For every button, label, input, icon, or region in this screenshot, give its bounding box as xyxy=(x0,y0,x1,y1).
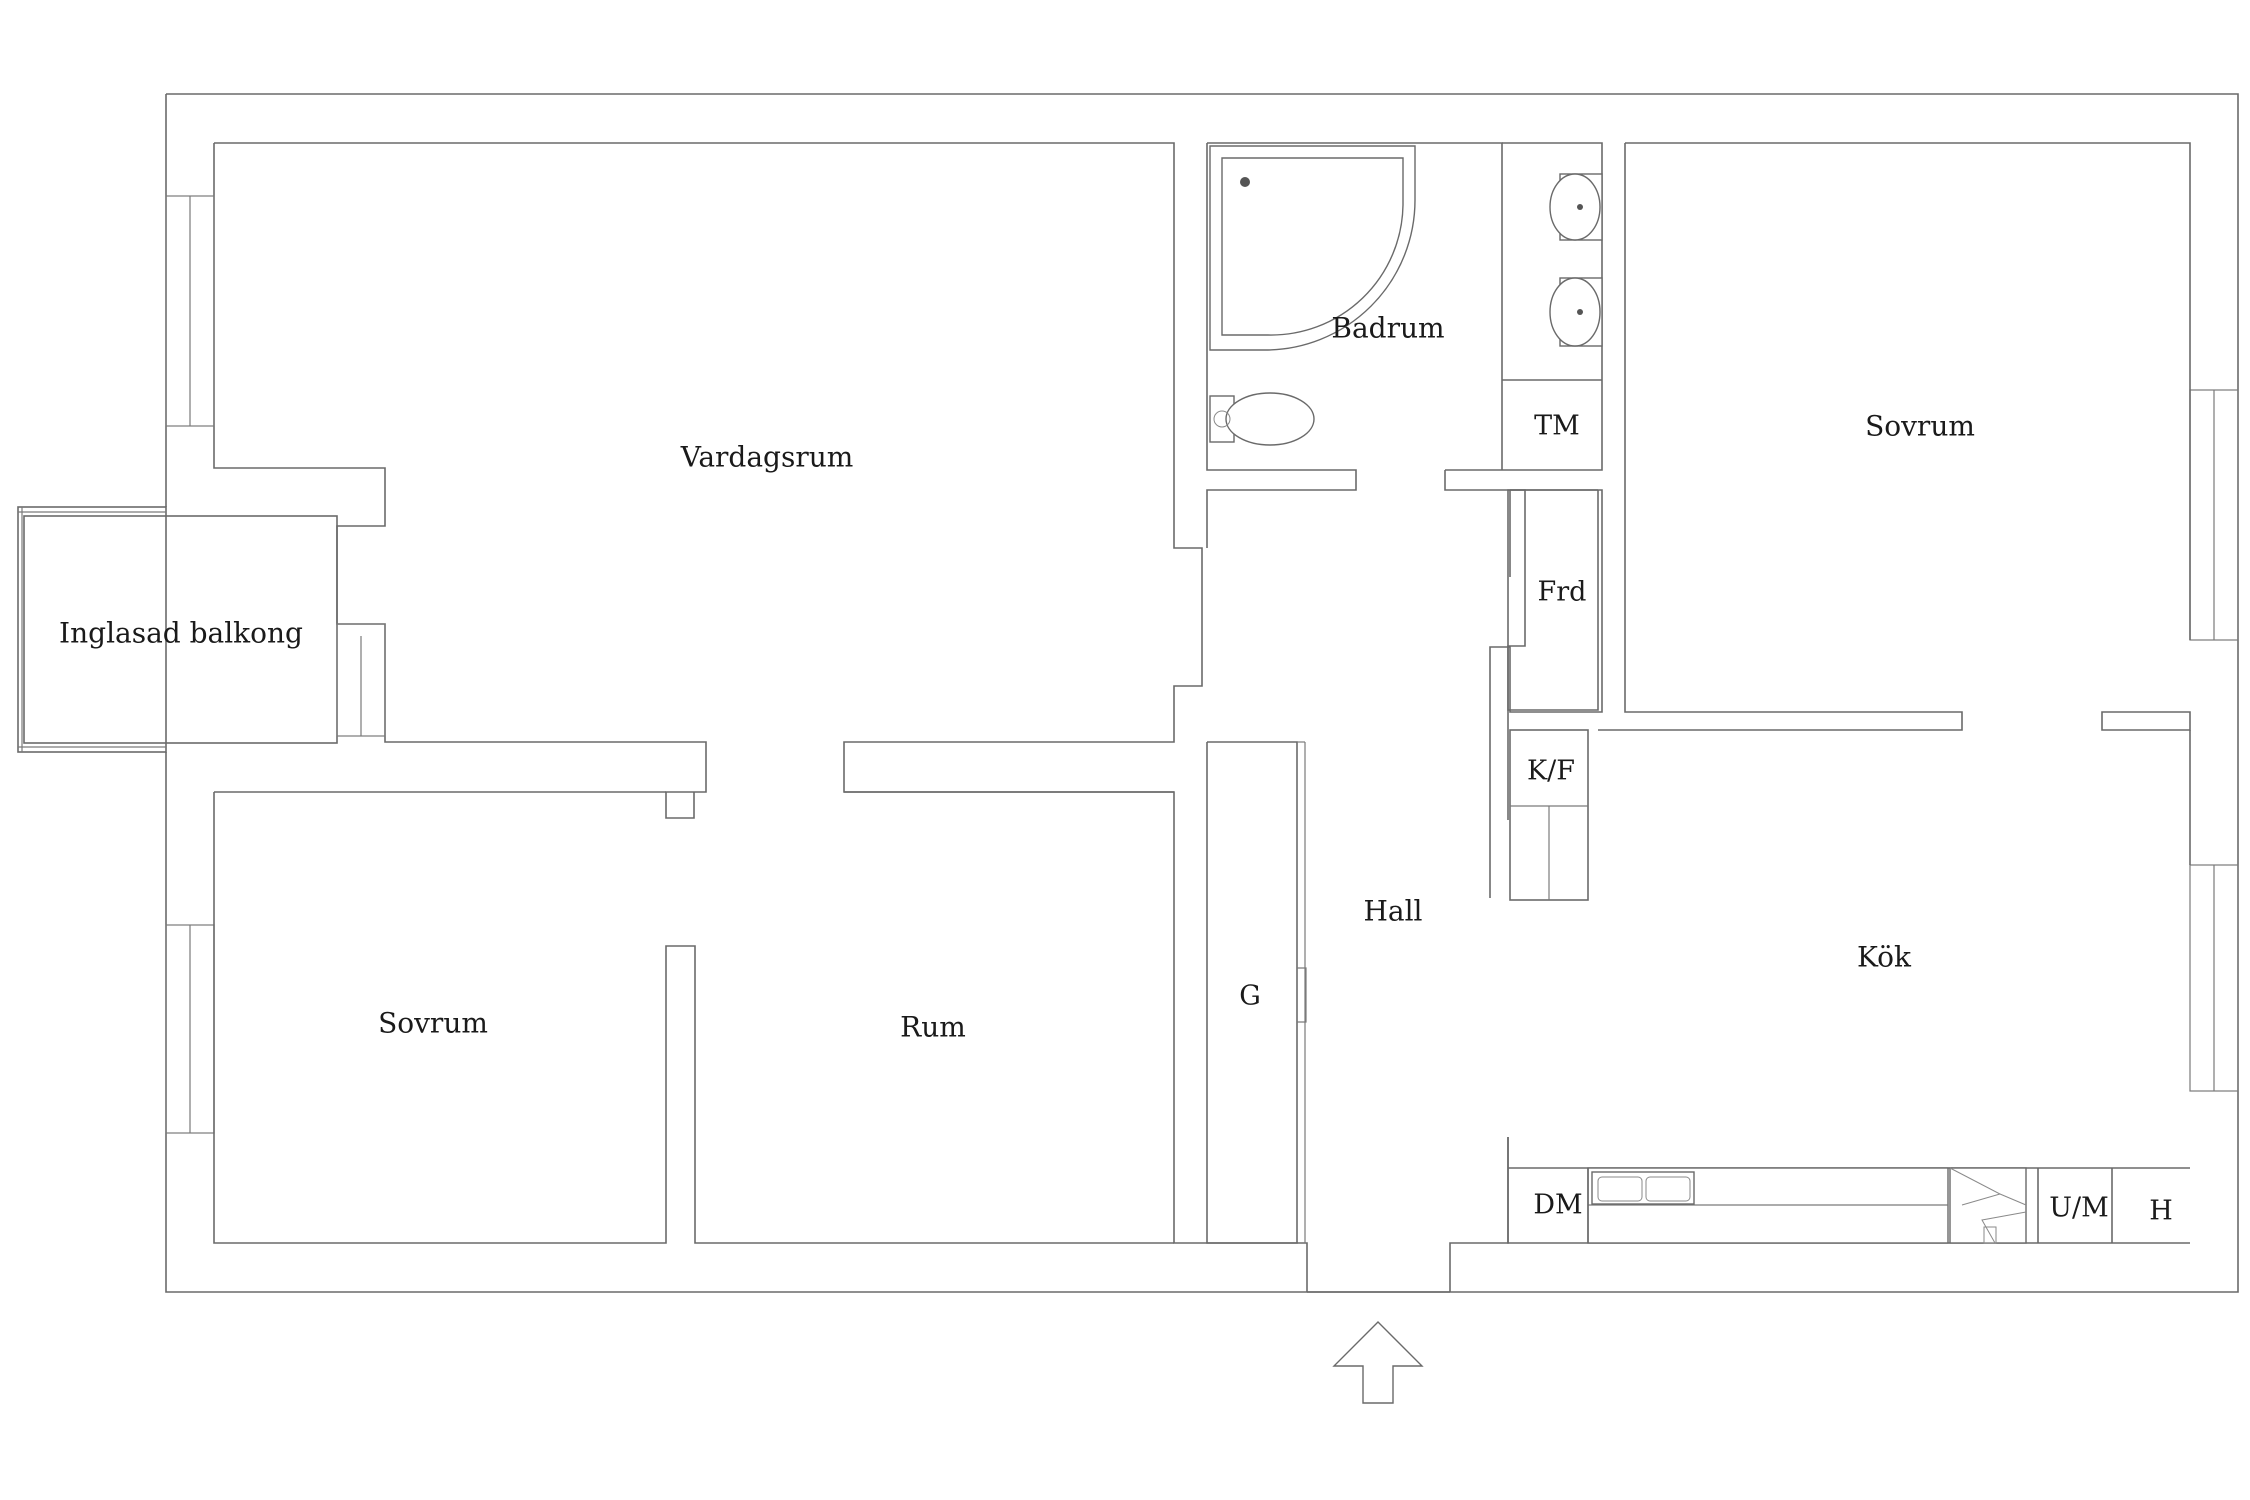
window-left-bottom xyxy=(165,924,215,1134)
label-sovrum-right: Sovrum xyxy=(1865,410,1975,443)
entrance-arrow-icon xyxy=(1332,1321,1424,1404)
label-g: G xyxy=(1239,981,1261,1012)
outer-walls xyxy=(165,93,2239,1293)
window-right-top xyxy=(2189,389,2239,641)
label-sovrum-left: Sovrum xyxy=(378,1007,488,1040)
fridge-freezer-unit xyxy=(1509,729,1589,901)
window-right-bottom xyxy=(2189,864,2239,1092)
toilet xyxy=(1209,392,1315,446)
label-vardagsrum: Vardagsrum xyxy=(680,441,854,474)
label-tm: TM xyxy=(1534,411,1580,442)
sovrum-left-walls xyxy=(213,792,1174,1244)
bathroom-walls xyxy=(1206,142,1603,548)
sink-lower xyxy=(1549,277,1603,347)
label-hall: Hall xyxy=(1363,895,1422,928)
sovrum-right-walls xyxy=(1598,142,2191,865)
label-frd: Frd xyxy=(1538,577,1587,608)
label-kok: Kök xyxy=(1857,941,1912,974)
sink-upper xyxy=(1549,173,1603,241)
label-rum: Rum xyxy=(900,1011,966,1044)
label-um: U/M xyxy=(2049,1193,2109,1224)
appliance-dividers xyxy=(1587,1168,2113,1243)
label-kf: K/F xyxy=(1527,756,1575,787)
label-h: H xyxy=(2149,1196,2173,1227)
wardrobe-g xyxy=(1206,741,1307,1244)
closet-frd-walls xyxy=(1489,489,1603,898)
kitchen-sink xyxy=(1591,1171,1695,1205)
label-inglasad-balkong: Inglasad balkong xyxy=(59,617,303,650)
label-dm: DM xyxy=(1533,1190,1582,1221)
window-balcony-side xyxy=(336,623,386,737)
stove-hood xyxy=(1949,1167,2027,1244)
window-left-top xyxy=(165,195,215,427)
bathtub xyxy=(1209,145,1416,351)
label-badrum: Badrum xyxy=(1331,312,1444,345)
